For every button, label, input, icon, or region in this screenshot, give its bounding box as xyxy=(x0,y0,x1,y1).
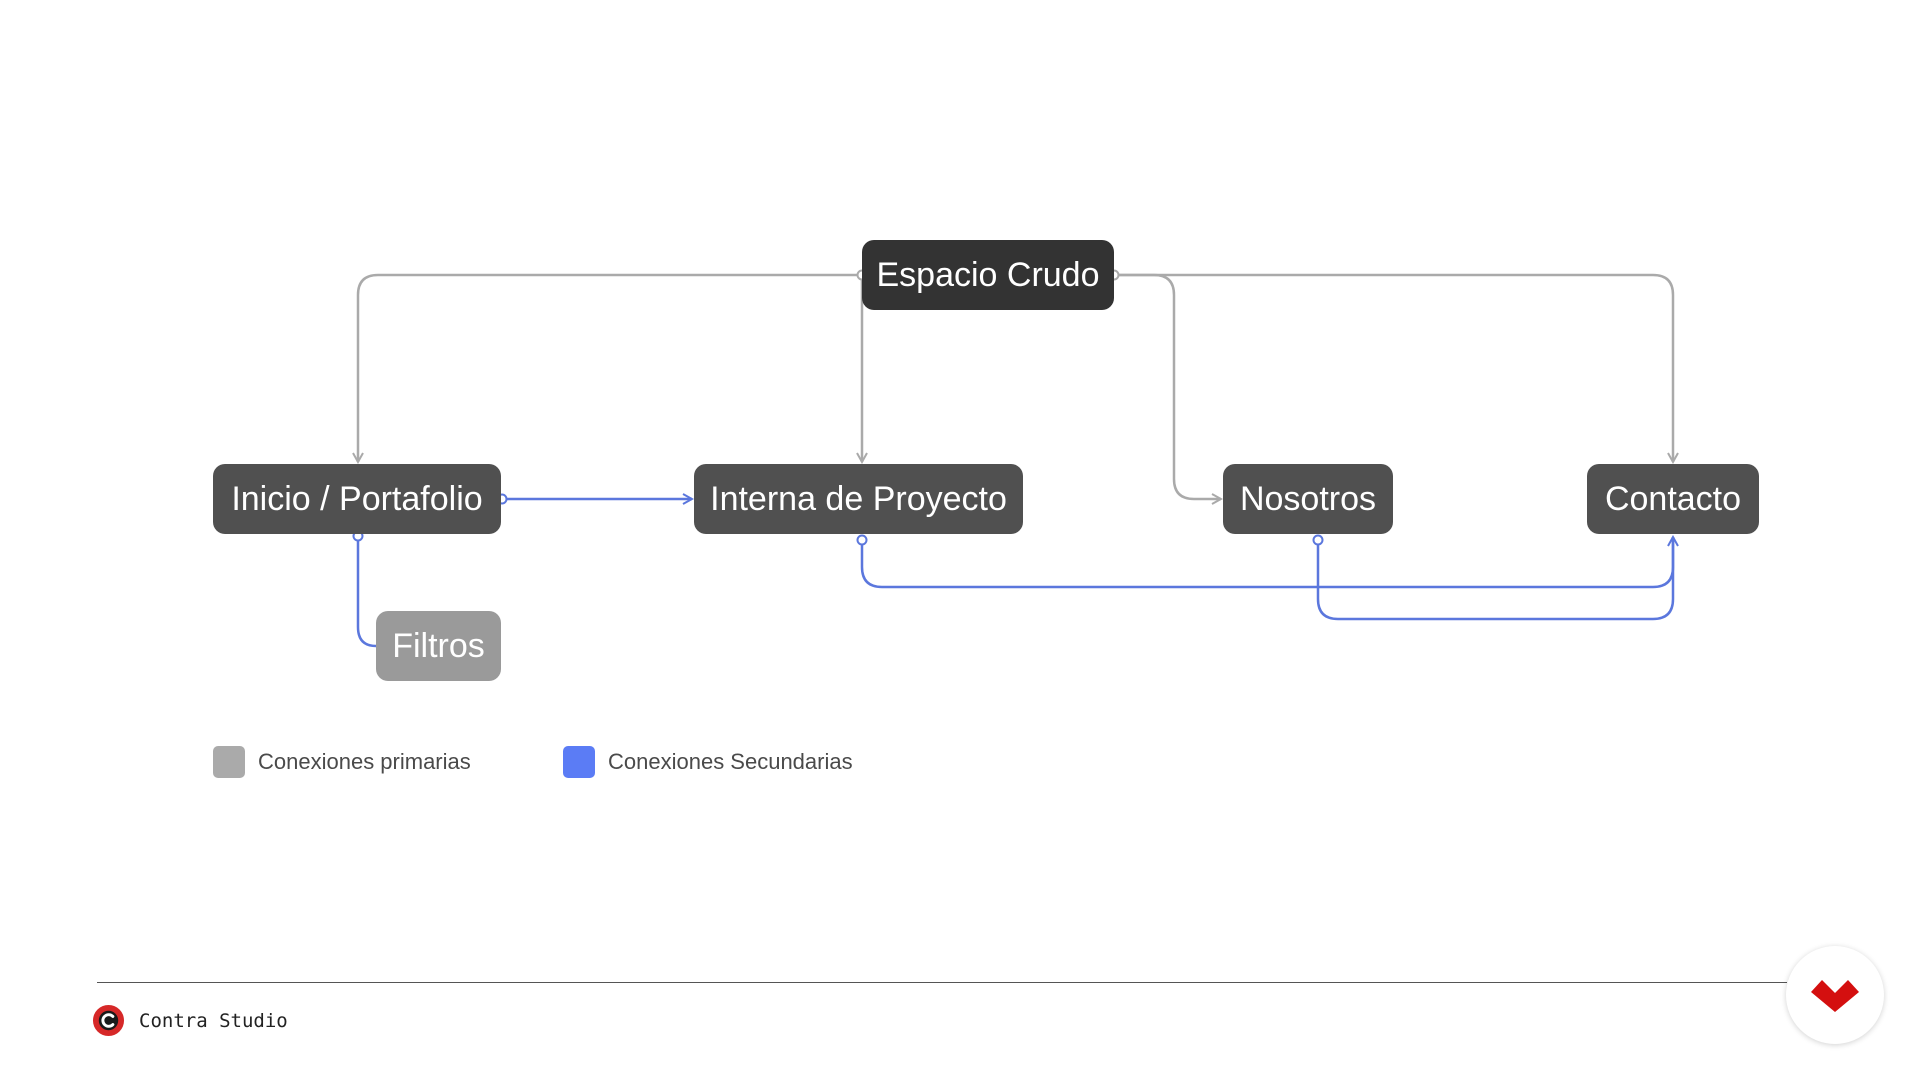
primary-connection-root-contacto xyxy=(1114,273,1673,462)
legend-primary-swatch xyxy=(213,746,245,778)
nosotros-bottom-port xyxy=(1312,534,1324,546)
secondary-connection-inicio-filtros xyxy=(356,536,377,648)
secondary-connection-nosotros-contacto xyxy=(1316,537,1675,621)
node-interna-de-proyecto[interactable]: Interna de Proyecto xyxy=(694,464,1023,534)
footer-brand: Contra Studio xyxy=(92,1004,288,1037)
brand-name: Contra Studio xyxy=(139,1009,288,1032)
node-filtros[interactable]: Filtros xyxy=(376,611,501,681)
node-nosotros[interactable]: Nosotros xyxy=(1223,464,1393,534)
node-inicio-portafolio[interactable]: Inicio / Portafolio xyxy=(213,464,501,534)
legend-primary: Conexiones primarias xyxy=(213,746,471,778)
legend-primary-label: Conexiones primarias xyxy=(258,749,471,774)
legend-secondary: Conexiones Secundarias xyxy=(563,746,853,778)
corner-badge[interactable] xyxy=(1786,946,1884,1044)
primary-connection-root-nosotros xyxy=(1114,273,1221,499)
footer-divider xyxy=(97,982,1787,983)
secondary-connection-interna-contacto xyxy=(860,537,1673,589)
legend-secondary-swatch xyxy=(563,746,595,778)
node-espacio-crudo[interactable]: Espacio Crudo xyxy=(862,240,1114,310)
node-contacto[interactable]: Contacto xyxy=(1587,464,1759,534)
contra-c-logo-icon xyxy=(92,1004,125,1037)
legend-secondary-label: Conexiones Secundarias xyxy=(608,749,853,774)
primary-connection-root-inicio xyxy=(358,273,862,462)
interna-bottom-port xyxy=(856,534,868,546)
red-chevron-icon xyxy=(1811,980,1859,1012)
